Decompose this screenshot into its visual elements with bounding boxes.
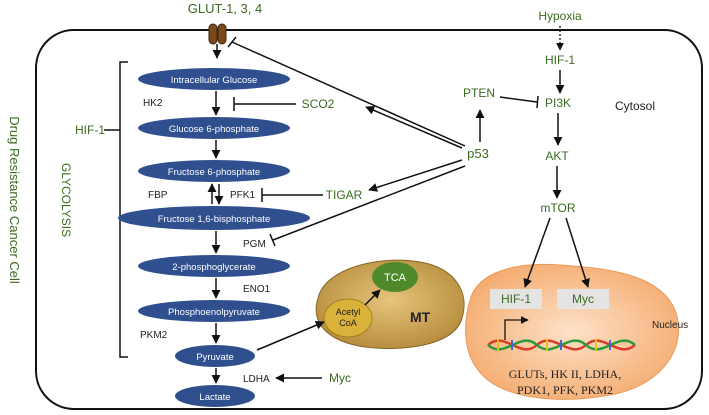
- svg-text:Phosphoenolpyruvate: Phosphoenolpyruvate: [168, 307, 260, 318]
- metabolite-glucose-6-phosphate: Glucose 6-phosphate: [138, 117, 290, 139]
- metabolite-intracellular-glucose: Intracellular Glucose: [138, 68, 290, 90]
- enzyme-pgm: PGM: [243, 239, 266, 250]
- acetyl-to-tca-arrow: [364, 289, 381, 306]
- mt-label: MT: [410, 309, 431, 325]
- tigar-label: TIGAR: [326, 188, 363, 202]
- acetyl-coa-node: Acetyl CoA: [323, 298, 373, 338]
- glycolysis-label: GLYCOLYSIS: [59, 163, 73, 237]
- svg-text:Fructose 1,6-bisphosphate: Fructose 1,6-bisphosphate: [158, 214, 270, 225]
- svg-text:Intracellular Glucose: Intracellular Glucose: [171, 75, 258, 86]
- svg-text:Glucose 6-phosphate: Glucose 6-phosphate: [169, 124, 259, 135]
- akt-label: AKT: [545, 149, 569, 163]
- nucleus-label: Nucleus: [652, 320, 688, 331]
- mtor-to-hif1-arrow: [523, 217, 551, 288]
- enzyme-pkm2: PKM2: [140, 330, 168, 341]
- p53-to-tigar-arrow: [368, 159, 463, 192]
- metabolite-lactate: Lactate: [175, 385, 255, 407]
- svg-text:Acetyl: Acetyl: [336, 307, 361, 317]
- side-title: Drug Resistance Cancer Cell: [7, 116, 22, 284]
- glut-label: GLUT-1, 3, 4: [188, 1, 262, 16]
- pten-label: PTEN: [463, 86, 495, 100]
- svg-text:Fructose 6-phosphate: Fructose 6-phosphate: [168, 167, 260, 178]
- glut-inhibit-bar: [227, 36, 237, 48]
- mtor-label: mTOR: [540, 201, 575, 215]
- tca-node: TCA: [372, 262, 418, 292]
- nucleus-myc-label: Myc: [572, 292, 594, 306]
- nucleus-targets-line2: PDK1, PFK, PKM2: [517, 383, 613, 397]
- myc-cytosol-label: Myc: [329, 371, 351, 385]
- metabolite-pyruvate: Pyruvate: [175, 345, 255, 367]
- enzyme-ldha: LDHA: [243, 374, 270, 385]
- svg-text:2-phosphoglycerate: 2-phosphoglycerate: [172, 262, 255, 273]
- hypoxia-label: Hypoxia: [538, 9, 582, 23]
- p53-inhibit-glut: [231, 41, 466, 147]
- mtor-to-myc-arrow: [565, 217, 590, 288]
- svg-text:TCA: TCA: [384, 272, 407, 284]
- enzyme-hk2: HK2: [143, 98, 163, 109]
- pgm-inhibit-bar: [269, 233, 276, 247]
- dna-helix-icon: [487, 339, 636, 351]
- p53-label: p53: [467, 146, 489, 161]
- transcription-arrow: [504, 316, 529, 340]
- metabolite-phosphoenolpyruvate: Phosphoenolpyruvate: [138, 300, 290, 322]
- pyruvate-to-acetyl-arrow: [256, 320, 325, 351]
- pten-inhibit-pi3k: [499, 96, 538, 103]
- svg-text:Pyruvate: Pyruvate: [196, 352, 234, 363]
- nucleus-hif1-label: HIF-1: [501, 292, 531, 306]
- glycolysis-bracket: [119, 61, 128, 358]
- hif1-cytosol-label: HIF-1: [545, 53, 575, 67]
- nucleus-targets-line1: GLUTs, HK II, LDHA,: [509, 367, 621, 381]
- sco2-label: SCO2: [302, 97, 335, 111]
- cell-membrane: [35, 29, 703, 410]
- metabolite-fructose-16-bisphosphate: Fructose 1,6-bisphosphate: [118, 206, 310, 230]
- pten-inhibit-bar: [536, 95, 539, 109]
- nucleus-hif1-box: [490, 289, 542, 309]
- enzyme-fbp: FBP: [148, 190, 168, 201]
- p53-to-sco2-arrow: [365, 106, 463, 149]
- cytosol-label: Cytosol: [615, 99, 655, 113]
- metabolite-fructose-6-phosphate: Fructose 6-phosphate: [138, 160, 290, 182]
- enzyme-pfk1: PFK1: [230, 190, 255, 201]
- svg-text:CoA: CoA: [339, 318, 357, 328]
- hif1-left-label: HIF-1: [75, 123, 105, 137]
- glut-channel-icon: [208, 23, 227, 45]
- nucleus-myc-box: [557, 289, 609, 309]
- enzyme-eno1: ENO1: [243, 284, 271, 295]
- pi3k-label: PI3K: [545, 96, 571, 110]
- p53-inhibit-pgm: [272, 165, 466, 241]
- metabolite-2-phosphoglycerate: 2-phosphoglycerate: [138, 255, 290, 277]
- svg-text:Lactate: Lactate: [199, 392, 230, 403]
